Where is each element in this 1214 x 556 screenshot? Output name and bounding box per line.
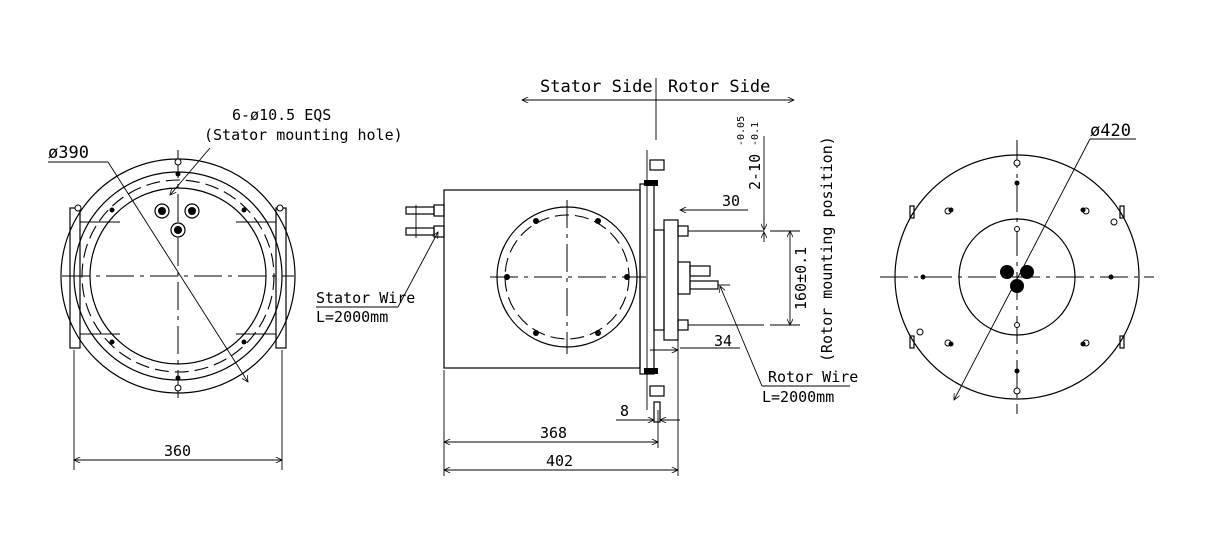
stator-wire-length: L=2000mm	[316, 308, 388, 326]
dim-30-label: 30	[722, 192, 740, 210]
dim-34-label: 34	[714, 332, 732, 350]
tolerance-upper: -0.05	[736, 116, 747, 146]
dim-402-label: 402	[546, 452, 573, 470]
side-view	[316, 78, 850, 476]
bolt-hole	[109, 339, 115, 345]
rotor-side-label: Rotor Side	[668, 77, 770, 97]
rotor-wire-length: L=2000mm	[762, 388, 834, 406]
hole-spec-label: 6-ø10.5 EQS	[232, 106, 331, 124]
bolt-hole	[241, 339, 247, 345]
rotor-wire-label: Rotor Wire	[768, 368, 858, 386]
tolerance-lower: -0.1	[750, 122, 761, 146]
bolt-hole	[175, 171, 181, 177]
dim-8-label: 8	[620, 402, 629, 420]
rotor-position-note: (Rotor mounting position)	[818, 136, 836, 362]
stator-side-label: Stator Side	[540, 77, 653, 97]
right-rotor-view	[880, 138, 1154, 414]
width-360-label: 360	[164, 442, 191, 460]
tolerance-label: 2-10	[746, 154, 764, 190]
bolt-hole	[241, 207, 247, 213]
diameter-420-label: ø420	[1090, 121, 1131, 141]
bolt-hole	[109, 207, 115, 213]
bolt-hole	[175, 375, 181, 381]
left-front-view	[48, 147, 296, 470]
diameter-390-label: ø390	[48, 143, 89, 163]
stator-wire-label: Stator Wire	[316, 289, 415, 307]
hole-spec-note: (Stator mounting hole)	[204, 126, 403, 144]
dim-368-label: 368	[540, 424, 567, 442]
dim-160-label: 160±0.1	[792, 247, 810, 310]
